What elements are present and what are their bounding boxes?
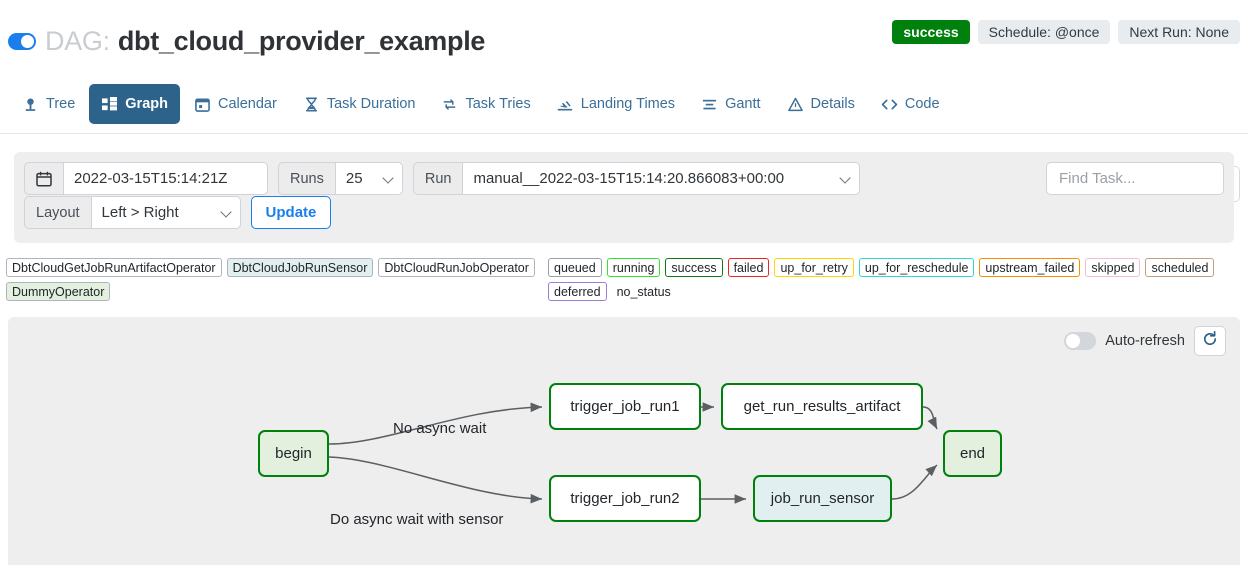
tab-graph[interactable]: Graph xyxy=(89,84,180,124)
tab-label: Calendar xyxy=(217,96,277,112)
status-badge: success xyxy=(892,20,970,44)
tab-label: Gantt xyxy=(725,96,761,112)
task-node-end[interactable]: end xyxy=(943,430,1002,477)
legend-states: queued running success failed up_for_ret… xyxy=(548,258,1248,301)
retry-icon xyxy=(441,96,458,113)
tab-landing-times[interactable]: Landing Times xyxy=(545,84,687,124)
tab-bar: Tree Graph Calendar Task Duration xyxy=(0,78,1248,202)
run-label: Run xyxy=(412,162,463,195)
tab-details[interactable]: Details xyxy=(775,84,867,124)
task-node-trigger-job-run2[interactable]: trigger_job_run2 xyxy=(549,475,701,522)
layout-select[interactable]: Left > Right xyxy=(90,196,241,229)
next-run-badge: Next Run: None xyxy=(1118,20,1240,44)
task-node-label: end xyxy=(959,445,986,462)
dag-pause-toggle[interactable] xyxy=(8,33,36,50)
layout-group: Layout Left > Right xyxy=(24,196,241,229)
runs-select[interactable]: 25 xyxy=(334,162,403,195)
legend-operator-item[interactable]: DbtCloudRunJobOperator xyxy=(378,258,535,277)
gantt-icon xyxy=(701,96,718,113)
tab-label: Tree xyxy=(46,96,76,112)
legend-operators: DbtCloudGetJobRunArtifactOperator DbtClo… xyxy=(6,258,546,301)
hourglass-icon xyxy=(303,96,320,113)
dag-controls-panel: 2022-03-15T15:14:21Z Runs 25 Run manual_… xyxy=(14,152,1234,243)
task-node-label: trigger_job_run2 xyxy=(570,490,680,507)
find-task-input[interactable]: Find Task... xyxy=(1046,162,1224,195)
page-header: DAG: dbt_cloud_provider_example success … xyxy=(0,0,1248,70)
base-date-input[interactable]: 2022-03-15T15:14:21Z xyxy=(63,162,268,195)
task-node-label: get_run_results_artifact xyxy=(743,398,901,415)
task-node-label: job_run_sensor xyxy=(770,490,875,507)
warning-triangle-icon xyxy=(787,96,804,113)
calendar-picker-button[interactable] xyxy=(24,162,63,195)
legend-state-upstream-failed[interactable]: upstream_failed xyxy=(979,258,1081,277)
graph-icon xyxy=(101,96,118,113)
tab-tree[interactable]: Tree xyxy=(10,84,87,124)
schedule-badge[interactable]: Schedule: @once xyxy=(977,20,1111,44)
legend-state-failed[interactable]: failed xyxy=(727,258,770,277)
dag-label: DAG: xyxy=(45,26,110,56)
runs-label: Runs xyxy=(278,162,335,195)
tab-code[interactable]: Code xyxy=(869,84,952,124)
tab-label: Task Tries xyxy=(465,96,531,112)
run-select[interactable]: manual__2022-03-15T15:14:20.866083+00:00 xyxy=(462,162,861,195)
refresh-icon xyxy=(1202,330,1218,352)
auto-refresh-label: Auto-refresh xyxy=(1105,333,1185,349)
edge-label-no-async-wait: No async wait xyxy=(393,420,487,437)
task-node-job-run-sensor[interactable]: job_run_sensor xyxy=(753,475,892,522)
legend-state-queued[interactable]: queued xyxy=(548,258,602,277)
tab-gantt[interactable]: Gantt xyxy=(689,84,772,124)
graph-canvas[interactable]: Auto-refresh begin xyxy=(8,317,1240,565)
task-node-trigger-job-run1[interactable]: trigger_job_run1 xyxy=(549,383,701,430)
legend-operator-item[interactable]: DummyOperator xyxy=(6,282,111,301)
legend-state-running[interactable]: running xyxy=(606,258,661,277)
legend: DbtCloudGetJobRunArtifactOperator DbtClo… xyxy=(0,258,1248,304)
run-group: Run manual__2022-03-15T15:14:20.866083+0… xyxy=(412,162,861,195)
calendar-icon xyxy=(194,96,211,113)
refresh-button[interactable] xyxy=(1194,326,1226,356)
runs-group: Runs 25 xyxy=(278,162,403,195)
tab-calendar[interactable]: Calendar xyxy=(182,84,289,124)
auto-refresh-controls: Auto-refresh xyxy=(1064,326,1226,356)
legend-state-deferred[interactable]: deferred xyxy=(548,282,607,301)
legend-state-up-for-retry[interactable]: up_for_retry xyxy=(774,258,854,277)
landing-icon xyxy=(557,96,574,113)
legend-state-skipped[interactable]: skipped xyxy=(1085,258,1141,277)
task-node-label: trigger_job_run1 xyxy=(570,398,680,415)
tab-task-duration[interactable]: Task Duration xyxy=(291,84,428,124)
tab-label: Graph xyxy=(125,96,168,112)
code-brackets-icon xyxy=(881,96,898,113)
tab-label: Landing Times xyxy=(580,96,676,112)
update-button[interactable]: Update xyxy=(250,196,332,229)
legend-state-up-for-reschedule[interactable]: up_for_reschedule xyxy=(858,258,975,277)
tree-icon xyxy=(22,96,39,113)
graph-edges xyxy=(328,402,938,504)
legend-state-scheduled[interactable]: scheduled xyxy=(1145,258,1215,277)
legend-state-no-status[interactable]: no_status xyxy=(616,284,671,299)
task-node-get-run-results-artifact[interactable]: get_run_results_artifact xyxy=(721,383,923,430)
tab-label: Code xyxy=(904,96,940,112)
dag-title: DAG: dbt_cloud_provider_example xyxy=(8,26,485,57)
header-badges: success Schedule: @once Next Run: None xyxy=(892,20,1240,44)
auto-refresh-toggle[interactable] xyxy=(1064,332,1097,350)
dag-name: dbt_cloud_provider_example xyxy=(117,26,486,56)
tab-label: Task Duration xyxy=(326,96,416,112)
task-node-label: begin xyxy=(275,445,312,462)
edge-label-do-async-wait: Do async wait with sensor xyxy=(330,511,504,528)
task-node-begin[interactable]: begin xyxy=(258,430,329,477)
base-date-group: 2022-03-15T15:14:21Z xyxy=(24,162,268,195)
legend-state-success[interactable]: success xyxy=(665,258,723,277)
calendar-icon xyxy=(36,171,52,187)
layout-label: Layout xyxy=(24,196,91,229)
legend-operator-item[interactable]: DbtCloudJobRunSensor xyxy=(226,258,374,277)
tab-task-tries[interactable]: Task Tries xyxy=(429,84,542,124)
legend-operator-item[interactable]: DbtCloudGetJobRunArtifactOperator xyxy=(6,258,222,277)
tab-label: Details xyxy=(810,96,855,112)
